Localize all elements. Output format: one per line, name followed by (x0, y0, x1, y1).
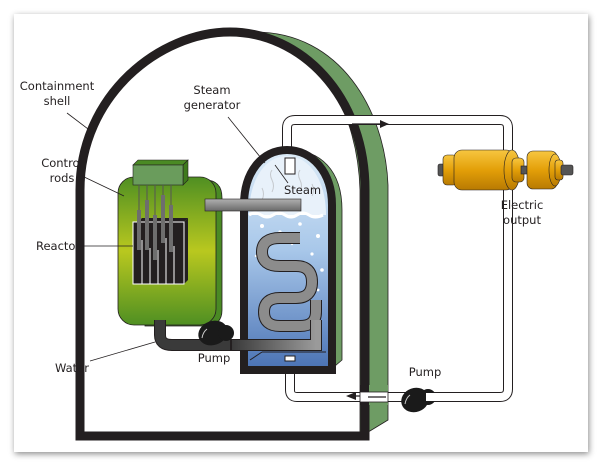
label-control-rods-line2: rods (50, 171, 75, 185)
label-electric-output-line1: Electric (501, 198, 544, 212)
label-steam-generator-line1: Steam (193, 83, 230, 97)
label-containment-shell-line1: Containment (20, 79, 95, 93)
label-reactor: Reactor (36, 239, 80, 253)
flow-arrow-left (346, 392, 356, 400)
label-steam: Steam (284, 183, 321, 197)
containment-shell (75, 27, 370, 441)
outlet-port (284, 355, 296, 362)
label-steam-generator-line2: generator (184, 98, 241, 112)
label-electric-output-line2: output (503, 213, 541, 227)
hot-leg-pipe (204, 198, 302, 212)
label-pump-secondary: Pump (409, 365, 442, 379)
secondary-pump (401, 387, 436, 413)
label-control-rods-line1: Control (41, 156, 83, 170)
control-rod-drive (132, 164, 184, 186)
label-water: Water (55, 361, 89, 375)
label-pump-primary: Pump (198, 351, 231, 365)
leader-lines (66, 112, 289, 362)
turbine-generator (437, 149, 574, 191)
primary-pump (198, 320, 234, 346)
label-containment-shell-line2: shell (44, 94, 71, 108)
control-rods (137, 185, 173, 260)
flow-arrow-right (380, 120, 389, 128)
